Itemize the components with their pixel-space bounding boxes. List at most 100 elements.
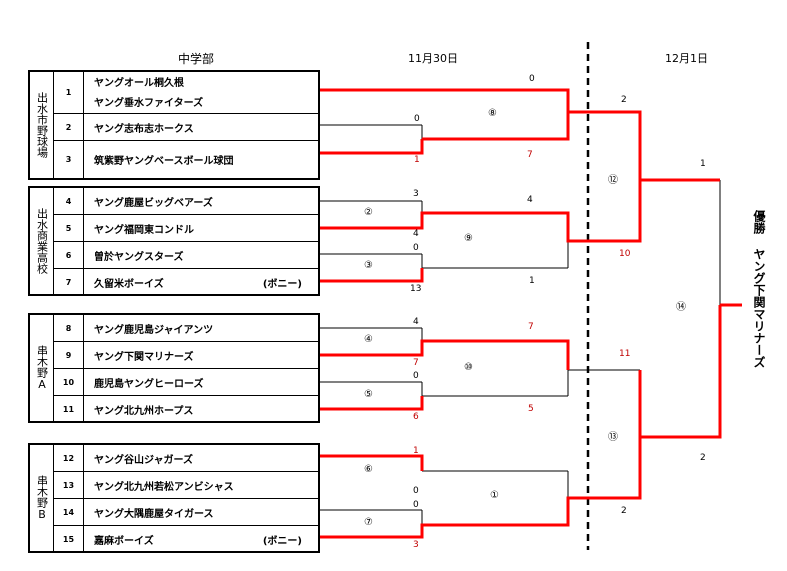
team-number: 8 xyxy=(54,315,84,341)
venue-group-1: 出水市野球場 1 ヤングオール桐久根 ヤング垂水ファイターズ 2 ヤング志布志ホ… xyxy=(28,70,320,180)
score: 5 xyxy=(528,404,534,414)
league-tag: (ボニー) xyxy=(262,536,302,547)
game-marker: ① xyxy=(490,490,499,501)
score: 4 xyxy=(413,317,419,327)
team-row: 9 ヤング下関マリナーズ xyxy=(54,342,318,369)
team-number: 4 xyxy=(54,188,84,214)
game-marker: ② xyxy=(364,207,373,218)
date-round2: 12月1日 xyxy=(665,52,708,65)
score: 7 xyxy=(413,358,419,368)
game-marker: ⑫ xyxy=(608,175,618,186)
team-number: 6 xyxy=(54,242,84,268)
score: 0 xyxy=(413,500,419,510)
score: 6 xyxy=(413,412,419,422)
game-marker: ⑥ xyxy=(364,464,373,475)
venue-label: 出水市野球場 xyxy=(30,72,54,178)
team-row: 2 ヤング志布志ホークス xyxy=(54,114,318,141)
team-number: 12 xyxy=(54,445,84,471)
venue-group-3: 串木野A 8 ヤング鹿児島ジャイアンツ 9 ヤング下関マリナーズ 10 鹿児島ヤ… xyxy=(28,313,320,423)
team-number: 14 xyxy=(54,499,84,525)
team-name: 久留米ボーイズ xyxy=(94,279,164,290)
score: 4 xyxy=(413,229,419,239)
league-tag: (ボニー) xyxy=(262,279,302,290)
team-name: ヤングオール桐久根 xyxy=(94,78,184,89)
team-number: 13 xyxy=(54,472,84,498)
team-name: ヤング垂水ファイターズ xyxy=(94,98,204,109)
score: 2 xyxy=(621,95,627,105)
team-number: 15 xyxy=(54,526,84,553)
score: 1 xyxy=(413,446,419,456)
score: 2 xyxy=(700,453,706,463)
score: 3 xyxy=(413,540,419,550)
team-row: 13 ヤング北九州若松アンビシャス xyxy=(54,472,318,499)
score: 1 xyxy=(529,276,535,286)
team-row: 14 ヤング大隅鹿屋タイガース xyxy=(54,499,318,526)
team-name: 曽於ヤングスターズ xyxy=(94,251,184,263)
score: 1 xyxy=(414,155,420,165)
game-marker: ⑤ xyxy=(364,389,373,400)
team-row: 1 ヤングオール桐久根 ヤング垂水ファイターズ xyxy=(54,72,318,114)
score: 13 xyxy=(410,284,422,294)
team-number: 9 xyxy=(54,342,84,368)
venue-group-2: 出水商業高校 4 ヤング鹿屋ビッグベアーズ 5 ヤング福岡東コンドル 6 曽於ヤ… xyxy=(28,186,320,296)
team-name: 嘉麻ボーイズ xyxy=(94,536,154,547)
venue-label: 串木野B xyxy=(30,445,54,551)
division-title: 中学部 xyxy=(178,52,215,66)
game-marker: ⑭ xyxy=(676,302,686,313)
game-marker: ⑧ xyxy=(488,108,497,119)
score: 0 xyxy=(529,74,535,84)
score: 0 xyxy=(413,371,419,381)
team-number: 10 xyxy=(54,369,84,395)
score: 2 xyxy=(621,506,627,516)
team-row: 7 久留米ボーイズ (ボニー) xyxy=(54,269,318,296)
team-name: 鹿児島ヤングヒーローズ xyxy=(94,378,204,390)
score: 0 xyxy=(413,486,419,496)
team-name: ヤング鹿児島ジャイアンツ xyxy=(94,324,214,336)
team-row: 8 ヤング鹿児島ジャイアンツ xyxy=(54,315,318,342)
game-marker: ⑨ xyxy=(464,233,473,244)
team-name: ヤング福岡東コンドル xyxy=(94,224,194,236)
team-name: ヤング下関マリナーズ xyxy=(94,351,194,363)
team-number: 7 xyxy=(54,269,84,296)
team-name: ヤング谷山ジャガーズ xyxy=(94,454,193,466)
game-marker: ⑩ xyxy=(464,362,473,373)
team-row: 3 筑紫野ヤングベースボール球団 xyxy=(54,141,318,178)
team-name: ヤング北九州若松アンビシャス xyxy=(94,481,234,493)
score: 3 xyxy=(413,189,419,199)
team-row: 12 ヤング谷山ジャガーズ xyxy=(54,445,318,472)
team-name: ヤング鹿屋ビッグベアーズ xyxy=(94,197,213,209)
team-name: 筑紫野ヤングベースボール球団 xyxy=(94,156,234,167)
team-row: 15 嘉麻ボーイズ (ボニー) xyxy=(54,526,318,553)
venue-label: 出水商業高校 xyxy=(30,188,54,294)
score: 1 xyxy=(700,159,706,169)
game-marker: ⑦ xyxy=(364,517,373,528)
score: 11 xyxy=(619,349,631,359)
team-number: 3 xyxy=(54,141,84,178)
team-name: ヤング大隅鹿屋タイガース xyxy=(94,508,214,520)
score: 7 xyxy=(527,150,533,160)
team-row: 11 ヤング北九州ホープス xyxy=(54,396,318,423)
champion-team: ヤング下関マリナーズ xyxy=(752,248,766,368)
score: 4 xyxy=(527,195,533,205)
team-row: 5 ヤング福岡東コンドル xyxy=(54,215,318,242)
team-name: ヤング志布志ホークス xyxy=(94,123,194,135)
score: 10 xyxy=(619,249,631,259)
game-marker: ④ xyxy=(364,334,373,345)
team-number: 2 xyxy=(54,114,84,140)
score: 7 xyxy=(528,322,534,332)
game-marker: ⑬ xyxy=(608,432,618,443)
team-row: 10 鹿児島ヤングヒーローズ xyxy=(54,369,318,396)
team-row: 4 ヤング鹿屋ビッグベアーズ xyxy=(54,188,318,215)
venue-label: 串木野A xyxy=(30,315,54,421)
venue-group-4: 串木野B 12 ヤング谷山ジャガーズ 13 ヤング北九州若松アンビシャス 14 … xyxy=(28,443,320,553)
team-name: ヤング北九州ホープス xyxy=(94,406,194,417)
score: 0 xyxy=(414,114,420,124)
champion-label: 優勝ヤング下関マリナーズ xyxy=(752,210,766,368)
date-round1: 11月30日 xyxy=(408,52,458,65)
team-row: 6 曽於ヤングスターズ xyxy=(54,242,318,269)
score: 0 xyxy=(413,243,419,253)
champion-title: 優勝 xyxy=(752,210,766,234)
team-number: 1 xyxy=(54,72,84,113)
team-number: 5 xyxy=(54,215,84,241)
